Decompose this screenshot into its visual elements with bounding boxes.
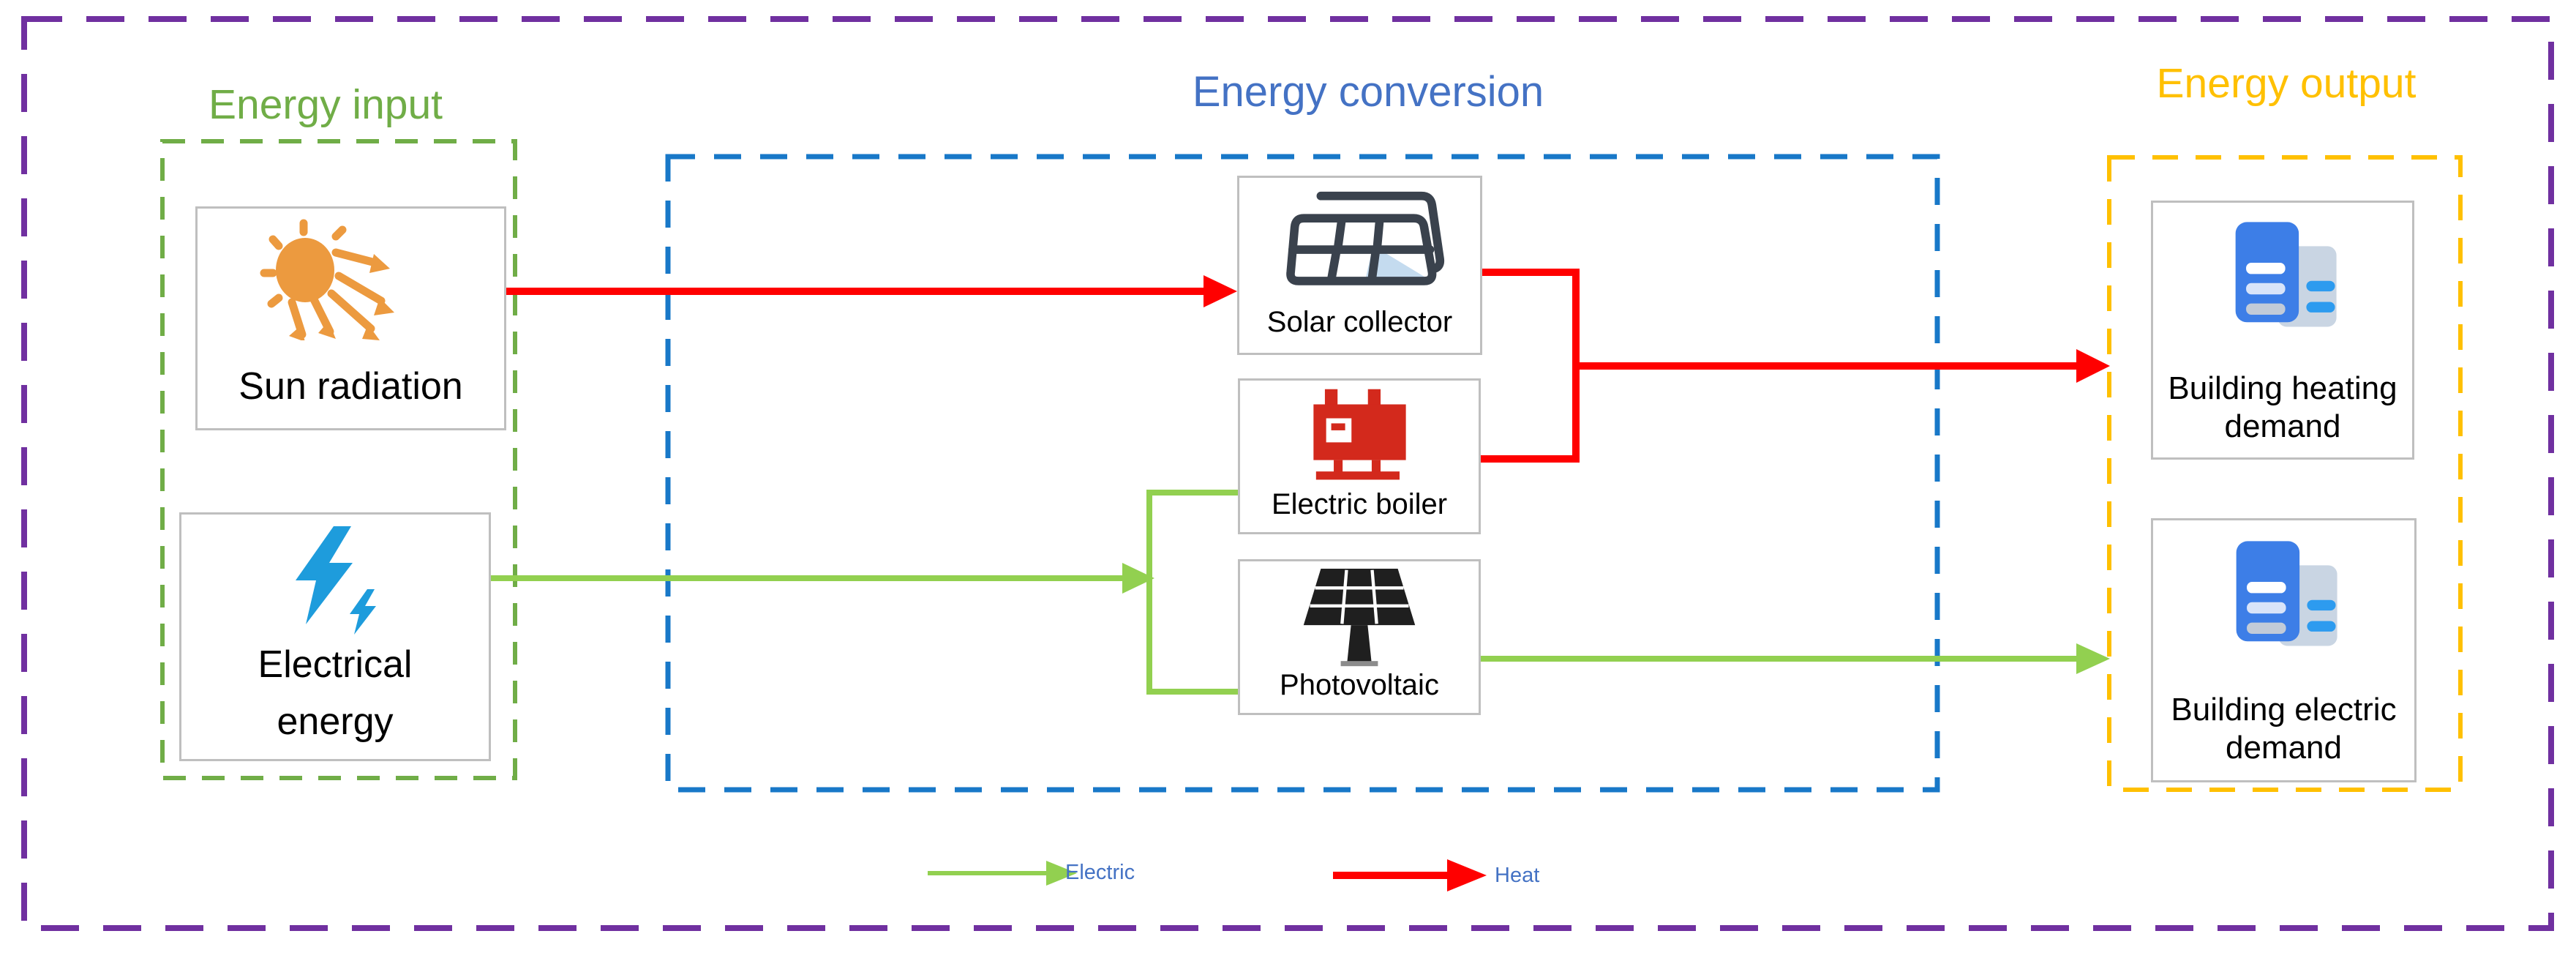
- heat-flow-to-building-heating-arrowhead: [2076, 349, 2110, 383]
- photovoltaic-icon: [1303, 569, 1416, 667]
- outer-system-boundary: [21, 16, 2554, 931]
- electric-flow-split-boiler-pv: [1146, 490, 1238, 695]
- legend-label-electric: Electric: [1065, 861, 1135, 884]
- heat-flow-sun-to-collector-arrowhead: [1203, 275, 1237, 307]
- node-label-building-heating: Building heating demand: [2168, 370, 2397, 445]
- node-building-heating-demand: Building heating demand: [2151, 201, 2414, 460]
- building-icon-electric: [2236, 541, 2337, 646]
- node-building-electric-demand: Building electric demand: [2151, 518, 2417, 782]
- solar-collector-icon: [1285, 191, 1444, 285]
- heat-flow-collector-boiler-junction: [1481, 269, 1580, 463]
- electric-flow-pv-arrowhead: [2076, 643, 2110, 674]
- node-solar-collector: Solar collector: [1237, 176, 1482, 355]
- node-sun-radiation: Sun radiation: [195, 206, 506, 430]
- section-title-energy-output: Energy output: [2156, 60, 2417, 107]
- electric-flow-grid-arrowhead: [1122, 563, 1154, 594]
- section-title-energy-conversion: Energy conversion: [1192, 68, 1544, 116]
- node-electrical-energy: Electrical energy: [179, 512, 491, 761]
- energy-output-region: [2107, 155, 2463, 792]
- node-photovoltaic: Photovoltaic: [1238, 559, 1481, 715]
- sun-icon: [260, 219, 394, 340]
- energy-input-region: [160, 139, 517, 780]
- node-label-electrical-energy: Electrical energy: [258, 643, 413, 743]
- node-label-sun-radiation: Sun radiation: [239, 364, 463, 408]
- node-electric-boiler: Electric boiler: [1238, 378, 1481, 534]
- node-label-solar-collector: Solar collector: [1266, 305, 1453, 338]
- node-label-building-electric: Building electric demand: [2171, 692, 2397, 766]
- node-label-electric-boiler: Electric boiler: [1271, 487, 1448, 520]
- electric-boiler-icon: [1313, 389, 1406, 480]
- building-icon-heating: [2235, 222, 2337, 327]
- energy-conversion-region: [665, 154, 1940, 793]
- legend-label-heat: Heat: [1495, 864, 1540, 887]
- section-title-energy-input: Energy input: [208, 81, 443, 128]
- legend-heat-arrow: [1333, 859, 1487, 891]
- lightning-bolt-icon: [296, 526, 376, 635]
- legend-electric-arrow: [928, 861, 1077, 886]
- node-label-photovoltaic: Photovoltaic: [1280, 668, 1439, 701]
